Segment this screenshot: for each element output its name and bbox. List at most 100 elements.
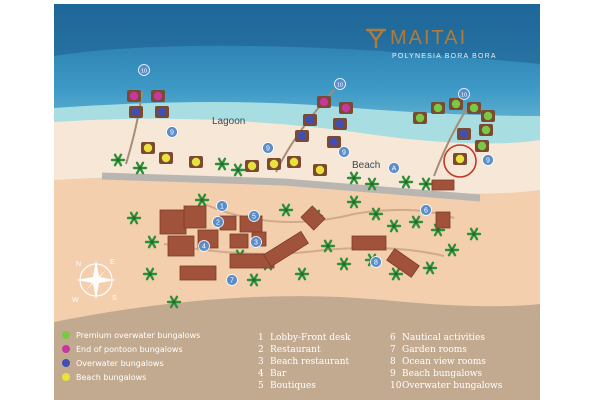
map-marker-10[interactable]: 10 <box>138 64 150 76</box>
bungalow[interactable] <box>339 102 353 114</box>
bungalow[interactable] <box>467 102 481 114</box>
resort-map: 10 10 10 9 9 9 9 1 2 3 4 5 6 7 8 A MAITAI POLYNESIA BOR… <box>54 4 540 400</box>
marker-number: 8 <box>374 259 378 266</box>
bungalow[interactable] <box>457 128 471 140</box>
map-marker-3[interactable]: 3 <box>250 236 262 248</box>
marker-number: 2 <box>216 219 220 226</box>
resort-building[interactable] <box>183 205 207 229</box>
bungalow[interactable] <box>413 112 427 124</box>
pontoon-west <box>125 91 143 165</box>
bungalow[interactable] <box>317 96 331 108</box>
key-item-7: 7 Garden rooms <box>390 345 467 355</box>
palm-tree-icon <box>408 215 424 229</box>
key-number: 8 <box>390 357 396 367</box>
bungalow[interactable] <box>431 102 445 114</box>
bungalow[interactable] <box>449 98 463 110</box>
legend-label: Premium overwater bungalows <box>76 331 200 340</box>
map-marker-1[interactable]: 1 <box>216 200 228 212</box>
key-number: 1 <box>258 333 264 343</box>
key-item-9: 9 Beach bungalows <box>390 369 482 379</box>
bungalow[interactable] <box>479 124 493 136</box>
palm-tree-icon <box>278 203 294 217</box>
marker-number: 7 <box>230 277 234 284</box>
bungalow[interactable] <box>267 158 281 170</box>
marker-layer: 10 10 10 9 9 9 9 1 2 3 4 5 6 7 8 A <box>138 64 494 286</box>
bungalow[interactable] <box>129 106 143 118</box>
bungalow[interactable] <box>475 140 489 152</box>
palm-tree-icon <box>388 267 404 281</box>
bungalow[interactable] <box>151 90 165 102</box>
palm-tree-icon <box>126 211 142 225</box>
marker-number: 4 <box>202 243 206 250</box>
resort-building[interactable] <box>300 205 326 231</box>
palm-tree-icon <box>422 261 438 275</box>
bungalow[interactable] <box>327 136 341 148</box>
legend-item-beach: Beach bungalows <box>62 373 146 382</box>
resort-building[interactable] <box>435 211 451 229</box>
bungalow[interactable] <box>295 130 309 142</box>
map-marker-7[interactable]: 7 <box>226 274 238 286</box>
palm-tree-icon <box>166 295 182 309</box>
resort-building[interactable] <box>159 209 187 235</box>
resort-building[interactable] <box>386 248 420 278</box>
legend-item-overwater: Overwater bungalows <box>62 359 164 368</box>
map-marker-4[interactable]: 4 <box>198 240 210 252</box>
brand-mark-icon <box>366 28 386 48</box>
palm-tree-icon <box>110 153 126 167</box>
resort-building[interactable] <box>431 179 455 191</box>
brand-name: MAITAI <box>390 27 467 49</box>
map-marker-2[interactable]: 2 <box>212 216 224 228</box>
palm-tree-icon <box>194 193 210 207</box>
key-item-2: 2 Restaurant <box>258 345 321 355</box>
bungalow[interactable] <box>141 142 155 154</box>
bungalow[interactable] <box>481 110 495 122</box>
bungalow[interactable] <box>189 156 203 168</box>
brand-tagline: POLYNESIA BORA BORA <box>392 53 497 60</box>
map-marker-10[interactable]: 10 <box>334 78 346 90</box>
resort-building[interactable] <box>167 235 195 257</box>
palm-tree-icon <box>418 177 434 191</box>
compass-label-w: W <box>72 297 79 304</box>
bungalow[interactable] <box>303 114 317 126</box>
marker-number: 9 <box>486 157 490 164</box>
map-marker-8[interactable]: 8 <box>370 256 382 268</box>
building-layer <box>159 179 455 281</box>
map-marker-6[interactable]: 6 <box>420 204 432 216</box>
beach-walkway <box>101 172 481 202</box>
marker-number: 3 <box>254 239 258 246</box>
selected-bungalow-ring[interactable] <box>443 144 477 178</box>
bungalow[interactable] <box>127 90 141 102</box>
map-marker-9[interactable]: 9 <box>166 126 178 138</box>
bungalow[interactable] <box>313 164 327 176</box>
resort-building[interactable] <box>263 230 309 268</box>
map-marker-9[interactable]: 9 <box>482 154 494 166</box>
marker-number: 9 <box>170 129 174 136</box>
legend-swatch <box>62 373 70 381</box>
map-marker-10[interactable]: 10 <box>458 88 470 100</box>
palm-tree-icon <box>246 273 262 287</box>
bungalow[interactable] <box>333 118 347 130</box>
key-label: Restaurant <box>270 345 321 355</box>
lagoon-label: Lagoon <box>212 116 245 127</box>
key-item-1: 1 Lobby-Front desk <box>258 333 351 343</box>
palm-tree-icon <box>132 161 148 175</box>
legend-label: Beach bungalows <box>76 373 146 382</box>
map-marker-5[interactable]: 5 <box>248 210 260 222</box>
key-label: Garden rooms <box>402 345 467 355</box>
bungalow[interactable] <box>159 152 173 164</box>
bungalow[interactable] <box>245 160 259 172</box>
map-marker-9[interactable]: 9 <box>338 146 350 158</box>
map-marker-a[interactable]: A <box>388 162 400 174</box>
beach-label: Beach <box>352 160 380 171</box>
legend-item-end-of-pontoon: End of pontoon bungalows <box>62 345 183 354</box>
bungalow[interactable] <box>453 153 467 165</box>
bungalow[interactable] <box>155 106 169 118</box>
palm-tree-icon <box>214 157 230 171</box>
map-marker-9[interactable]: 9 <box>262 142 274 154</box>
resort-building[interactable] <box>229 233 249 249</box>
resort-building[interactable] <box>179 265 217 281</box>
key-label: Beach restaurant <box>270 357 349 367</box>
bungalow[interactable] <box>287 156 301 168</box>
resort-building[interactable] <box>351 235 387 251</box>
